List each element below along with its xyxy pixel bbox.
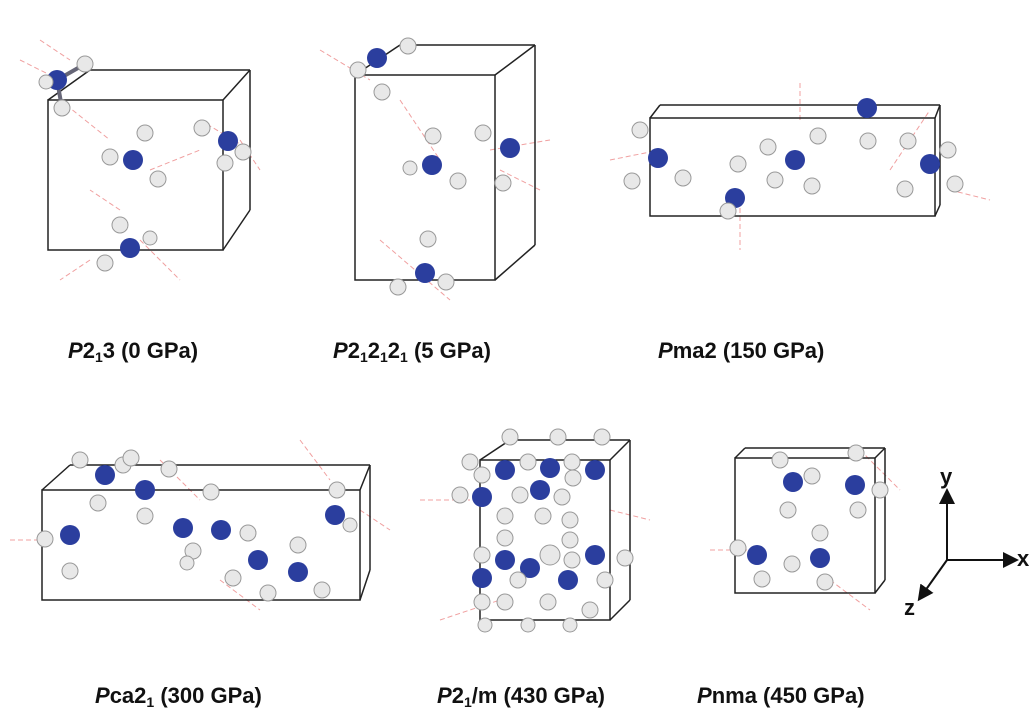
structure-pnma-svg (710, 444, 901, 611)
structure-pca21 (0, 420, 400, 620)
structure-pnma (700, 430, 920, 620)
structure-p213-svg (19, 39, 261, 281)
structure-p21m (410, 420, 651, 640)
structure-pma2-svg (609, 80, 991, 250)
label-p213: P213 (0 GPa) (68, 338, 199, 365)
z-axis-arrow (917, 559, 948, 602)
structure-p212121 (300, 0, 570, 310)
nh3-molecules (349, 37, 520, 296)
label-pma2: Pma2 (150 GPa) (658, 338, 825, 363)
label-pca21: Pca21 (300 GPa) (95, 683, 262, 710)
unit-cell (354, 44, 536, 281)
label-pnma: Pnma (450 GPa) (697, 683, 865, 708)
structure-pca21-svg (10, 439, 391, 611)
unit-cell (479, 439, 631, 621)
x-axis-label: x (1017, 546, 1029, 571)
nh3-molecules (38, 55, 252, 272)
nh3-molecules (623, 98, 964, 220)
structure-p212121-svg (319, 37, 551, 301)
z-axis-label: z (904, 595, 915, 620)
structure-p21m-svg (420, 428, 651, 633)
structure-pma2 (600, 80, 1000, 260)
label-p21m: P21/m (430 GPa) (437, 683, 606, 710)
nh3-molecules (36, 449, 358, 602)
nh3-molecules (729, 444, 889, 591)
coordinate-axes: y x z (904, 464, 1029, 620)
y-axis-label: y (940, 464, 953, 489)
nh3-molecules (451, 428, 634, 633)
label-p212121: P212121 (5 GPa) (333, 338, 491, 365)
structure-p213 (0, 0, 270, 300)
